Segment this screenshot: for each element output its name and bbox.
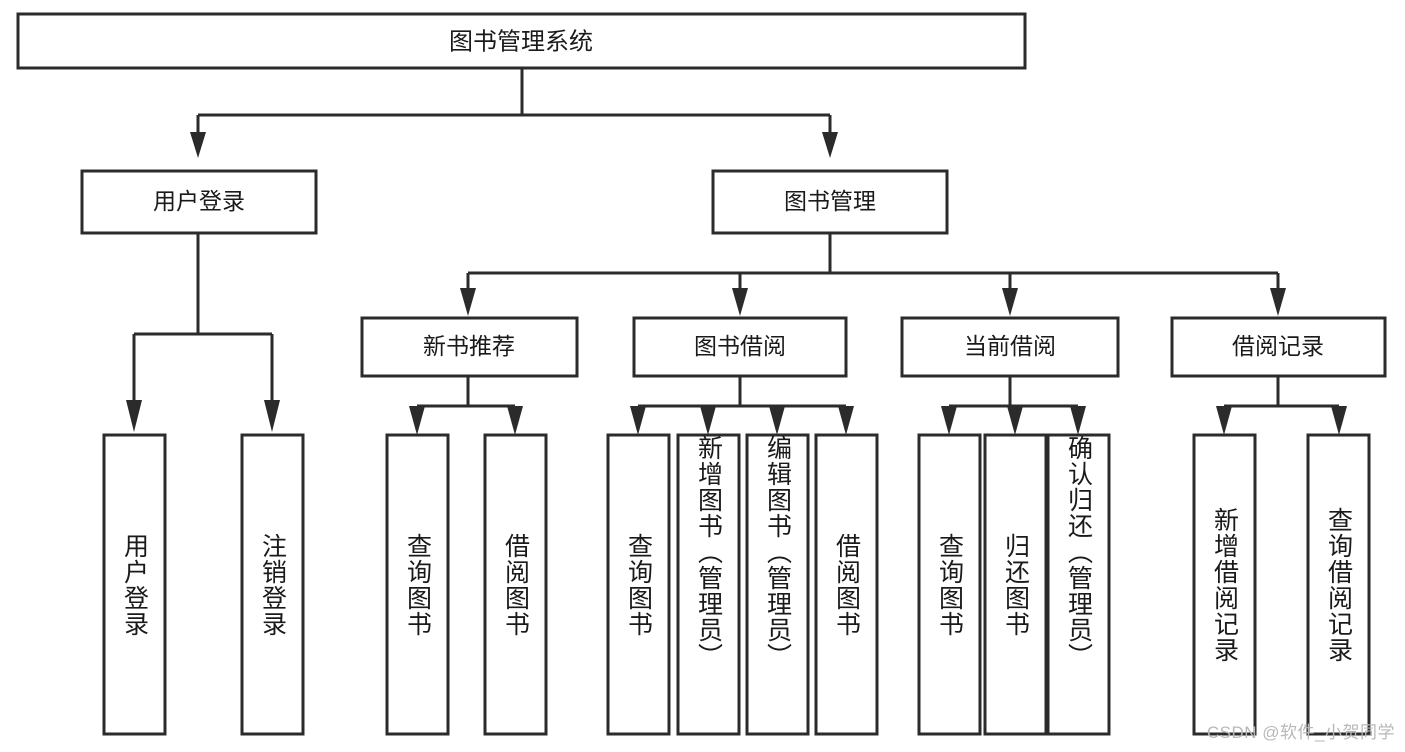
current-borrow-box[interactable] [900, 316, 1120, 378]
leaf-box-book-borrow-1[interactable] [606, 433, 671, 736]
book-manage-box[interactable] [711, 169, 949, 235]
arrow-newbook-leaf-2 [507, 406, 523, 435]
node-borrow-record[interactable]: 借阅记录 [1170, 316, 1387, 378]
arrow-borrowrecord-leaf-2 [1331, 406, 1347, 435]
arrow-userlogin-leaf-1 [126, 400, 142, 432]
arrow-bookborrow-leaf-4 [838, 406, 854, 435]
borrow-record-box[interactable] [1170, 316, 1387, 378]
new-book-recommend-box[interactable] [360, 316, 579, 378]
arrow-to-user-login [190, 132, 206, 158]
new-book-recommend-label: 新书推荐 [423, 333, 515, 359]
leaf-box-user-login-2[interactable] [240, 433, 305, 736]
connectors-layer [126, 68, 1347, 435]
borrow-record-label: 借阅记录 [1232, 333, 1324, 359]
leaf-box-book-borrow-3[interactable] [745, 433, 810, 736]
root-box[interactable] [16, 12, 1027, 70]
node-book-manage[interactable]: 图书管理 [711, 169, 949, 235]
leaf-box-new-book-2[interactable] [483, 433, 548, 736]
arrow-borrowrecord-leaf-1 [1216, 406, 1232, 435]
arrow-currentborrow-leaf-1 [941, 406, 957, 435]
current-borrow-label: 当前借阅 [964, 333, 1056, 359]
leaf-box-book-borrow-4[interactable] [814, 433, 879, 736]
leaf-box-current-borrow-3[interactable] [1046, 433, 1111, 736]
root-label: 图书管理系统 [449, 28, 593, 55]
leaf-boxes-layer [102, 433, 1371, 736]
arrow-userlogin-leaf-2 [264, 400, 280, 432]
book-borrow-label: 图书借阅 [694, 333, 786, 359]
arrow-bookborrow-leaf-2 [700, 406, 716, 435]
node-user-login[interactable]: 用户登录 [80, 169, 318, 235]
node-current-borrow[interactable]: 当前借阅 [900, 316, 1120, 378]
arrow-to-current-borrow [1002, 288, 1018, 316]
arrow-bookborrow-leaf-1 [630, 406, 646, 435]
leaf-box-user-login-1[interactable] [102, 433, 167, 736]
arrow-bookborrow-leaf-3 [769, 406, 785, 435]
arrow-to-book-borrow [732, 288, 748, 316]
arrow-to-book-manage [822, 132, 838, 158]
user-login-label: 用户登录 [153, 188, 245, 214]
arrow-currentborrow-leaf-3 [1070, 406, 1086, 435]
leaf-box-book-borrow-2[interactable] [676, 433, 741, 736]
leaf-box-borrow-record-1[interactable] [1192, 433, 1257, 736]
leaf-box-new-book-1[interactable] [385, 433, 450, 736]
leaf-box-current-borrow-2[interactable] [983, 433, 1048, 736]
csdn-watermark: CSDN @软件_小贺同学 [1206, 723, 1395, 742]
book-manage-label: 图书管理 [784, 188, 876, 214]
leaf-box-current-borrow-1[interactable] [917, 433, 982, 736]
arrow-currentborrow-leaf-2 [1007, 406, 1023, 435]
book-borrow-box[interactable] [632, 316, 848, 378]
arrow-newbook-leaf-1 [409, 406, 425, 435]
user-login-box[interactable] [80, 169, 318, 235]
node-book-borrow[interactable]: 图书借阅 [632, 316, 848, 378]
leaf-box-borrow-record-2[interactable] [1306, 433, 1371, 736]
node-new-book-recommend[interactable]: 新书推荐 [360, 316, 579, 378]
arrow-to-new-book [460, 288, 476, 316]
arrow-to-borrow-record [1270, 288, 1286, 316]
node-root-system[interactable]: 图书管理系统 [16, 12, 1027, 70]
